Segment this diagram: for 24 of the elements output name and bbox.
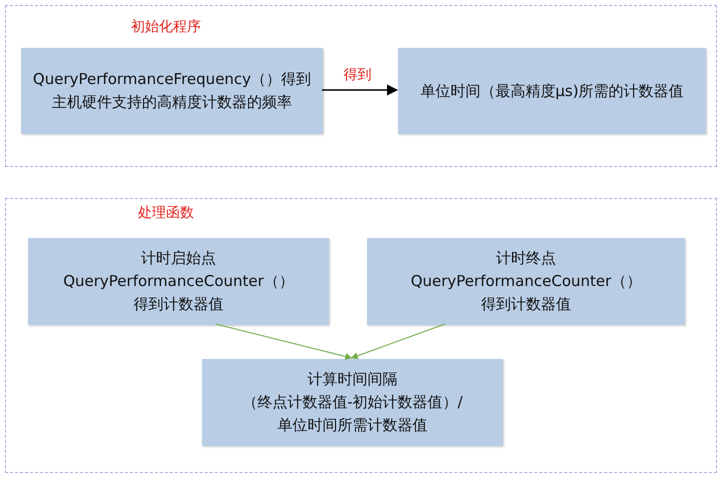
arrow <box>350 324 446 360</box>
process-box <box>202 359 503 446</box>
box-text: 单位时间（最高精度μs)所需的计数器值 <box>420 80 684 102</box>
process-box <box>28 238 329 325</box>
box-text: （终点计数器值-初始计数器值）/ <box>242 392 463 413</box>
arrow <box>322 84 398 96</box>
box-text: 得到计数器值 <box>134 294 224 315</box>
process-box <box>21 48 323 134</box>
group-frame <box>5 198 717 473</box>
box-text: 计时终点 <box>496 248 556 269</box>
box-text: 计时启始点 <box>141 248 216 269</box>
box-text: 单位时间所需计数器值 <box>278 415 428 436</box>
group-title: 初始化程序 <box>131 18 201 36</box>
box-text: QueryPerformanceFrequency（）得到主机硬件支持的高精度计数器的频率 <box>32 69 312 113</box>
edge-label: 得到 <box>342 66 374 84</box>
box-text: QueryPerformanceCounter（） <box>410 271 642 292</box>
arrow <box>215 324 352 360</box>
box-text: 计算时间间隔 <box>308 369 398 390</box>
process-box <box>367 238 685 325</box>
box-text: QueryPerformanceCounter（） <box>63 271 294 292</box>
process-box <box>398 48 706 134</box>
group-frame <box>5 5 717 167</box>
group-title: 处理函数 <box>138 204 194 222</box>
box-text: 得到计数器值 <box>481 294 571 315</box>
